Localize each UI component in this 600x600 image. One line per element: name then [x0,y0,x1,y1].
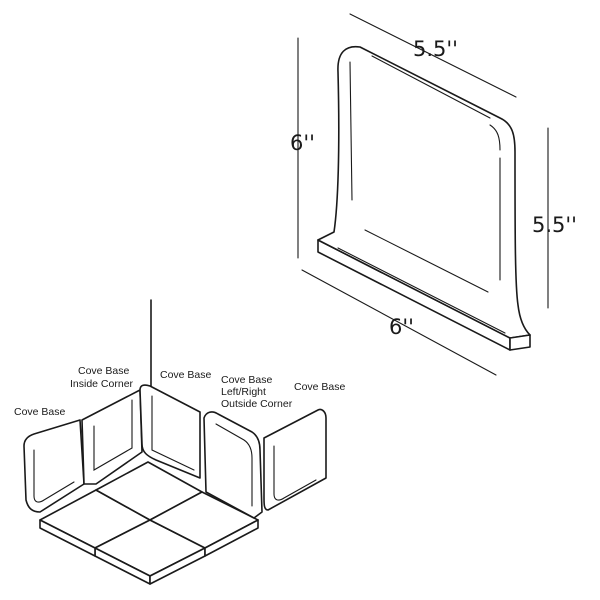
dimension-lines [297,13,549,376]
single-tile-drawing [317,45,531,351]
dim-bottom-width-label: 6'' [389,315,414,339]
label-inside-corner-2: Inside Corner [70,378,134,390]
dim-top-width-label: 5.5'' [413,37,458,61]
outside-corner-piece [203,411,263,519]
cove-base-piece [263,408,327,511]
cove-base-piece [139,384,201,479]
dim-line-top-width [349,13,517,98]
label-cove-base-right: Cove Base [294,381,346,393]
label-outside-corner-3: Outside Corner [221,398,293,410]
label-cove-base-center: Cove Base [160,369,212,381]
inside-corner-piece [81,389,143,485]
dim-right-height-label: 5.5'' [532,213,577,237]
label-outside-corner-1: Cove Base [221,374,273,386]
dim-line-bottom-width [301,269,497,376]
dim-height-label: 6'' [290,131,315,155]
label-outside-corner-2: Left/Right [221,386,266,398]
cove-base-piece [23,419,85,513]
label-cove-base-left: Cove Base [14,406,66,418]
label-inside-corner-1: Cove Base [78,365,130,377]
corner-assembly-drawing [23,299,327,585]
